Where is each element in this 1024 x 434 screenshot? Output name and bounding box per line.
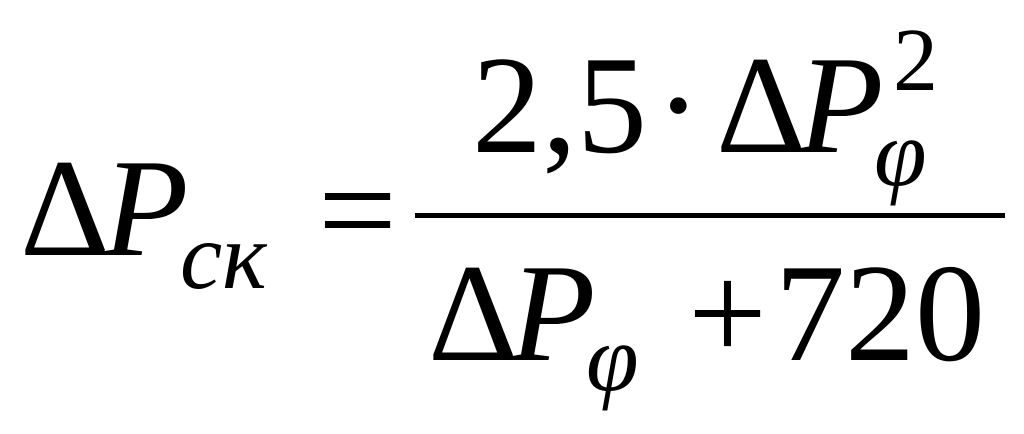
denominator-plus: + <box>688 236 767 391</box>
lhs-subscript: ск <box>180 203 268 309</box>
numerator-symbol: P <box>797 28 884 183</box>
denominator-delta: Δ <box>428 236 518 391</box>
numerator-coefficient: 2,5 <box>472 28 647 183</box>
numerator-dot: · <box>655 28 702 183</box>
lhs-delta: Δ <box>20 131 110 286</box>
formula-lhs: Δ P ск <box>20 131 268 309</box>
lhs-symbol: P <box>102 131 189 286</box>
numerator-superscript: 2 <box>893 11 938 110</box>
equals-sign: = <box>318 133 397 288</box>
denominator-subscript: φ <box>586 305 639 411</box>
denominator-symbol: P <box>509 236 596 391</box>
fraction-denominator: Δ P φ + 720 <box>428 236 985 411</box>
numerator-subscript: φ <box>874 100 927 206</box>
numerator-delta: Δ <box>716 28 806 183</box>
fraction-bar <box>415 213 1005 218</box>
denominator-constant: 720 <box>775 236 985 391</box>
fraction-numerator: 2,5 · Δ P 2 φ <box>472 11 938 206</box>
